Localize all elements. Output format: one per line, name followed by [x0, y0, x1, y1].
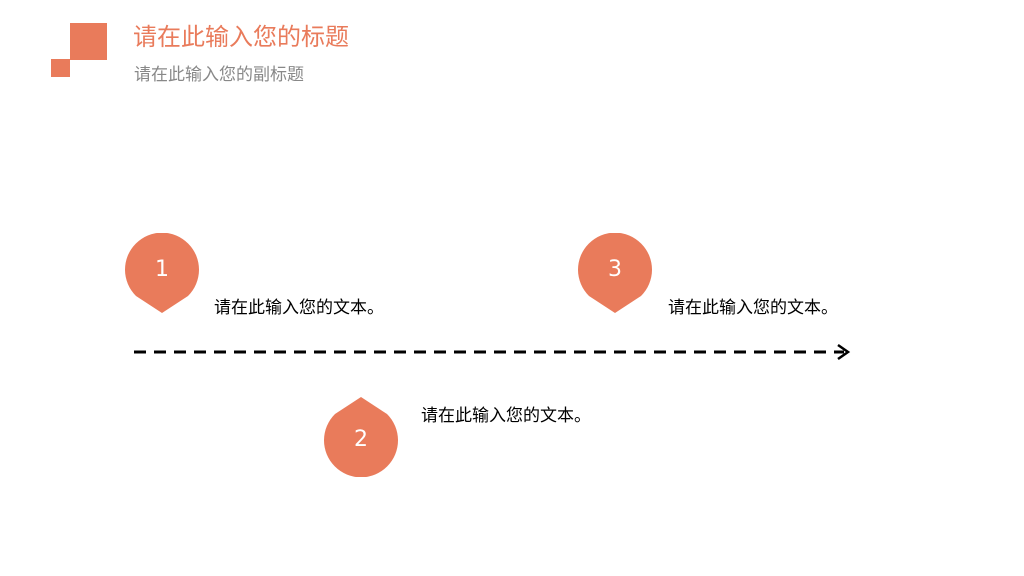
step-3-number: 3 — [608, 257, 622, 282]
logo-square-large — [70, 23, 107, 60]
step-1-number: 1 — [155, 257, 169, 282]
step-2-text[interactable]: 请在此输入您的文本。 — [421, 406, 591, 426]
page-title[interactable]: 请在此输入您的标题 — [133, 23, 349, 51]
step-1-marker[interactable]: 1 — [125, 233, 199, 313]
step-3-text[interactable]: 请在此输入您的文本。 — [668, 298, 838, 318]
step-2-marker[interactable]: 2 — [324, 397, 398, 477]
logo-square-small — [51, 59, 70, 77]
teardrop-up-icon — [324, 397, 398, 477]
step-1-text[interactable]: 请在此输入您的文本。 — [214, 298, 384, 318]
step-3-marker[interactable]: 3 — [578, 233, 652, 313]
step-2-number: 2 — [354, 427, 368, 452]
teardrop-down-icon — [578, 233, 652, 313]
teardrop-down-icon — [125, 233, 199, 313]
page-subtitle[interactable]: 请在此输入您的副标题 — [134, 65, 304, 85]
arrow-right-icon — [837, 343, 851, 361]
